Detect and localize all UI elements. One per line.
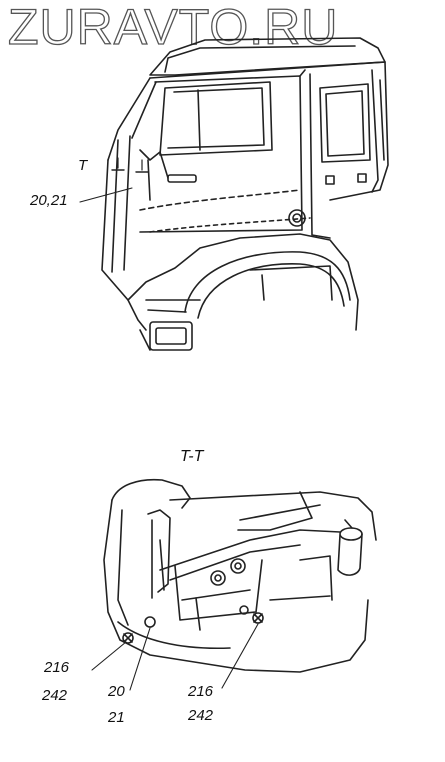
callout-216-left: 216	[44, 659, 70, 676]
callout-20: 20	[108, 683, 125, 700]
callout-242-left: 242	[42, 687, 68, 704]
watermark: ZURAVTO.RU	[7, 0, 339, 55]
callout-242-right: 242	[188, 707, 214, 724]
callout-21: 21	[108, 709, 125, 726]
section-title: T-T	[180, 448, 204, 465]
section-marker-label: T	[78, 157, 88, 174]
callout-216-right: 216	[188, 683, 214, 700]
callout-20-21: 20,21	[30, 192, 68, 209]
